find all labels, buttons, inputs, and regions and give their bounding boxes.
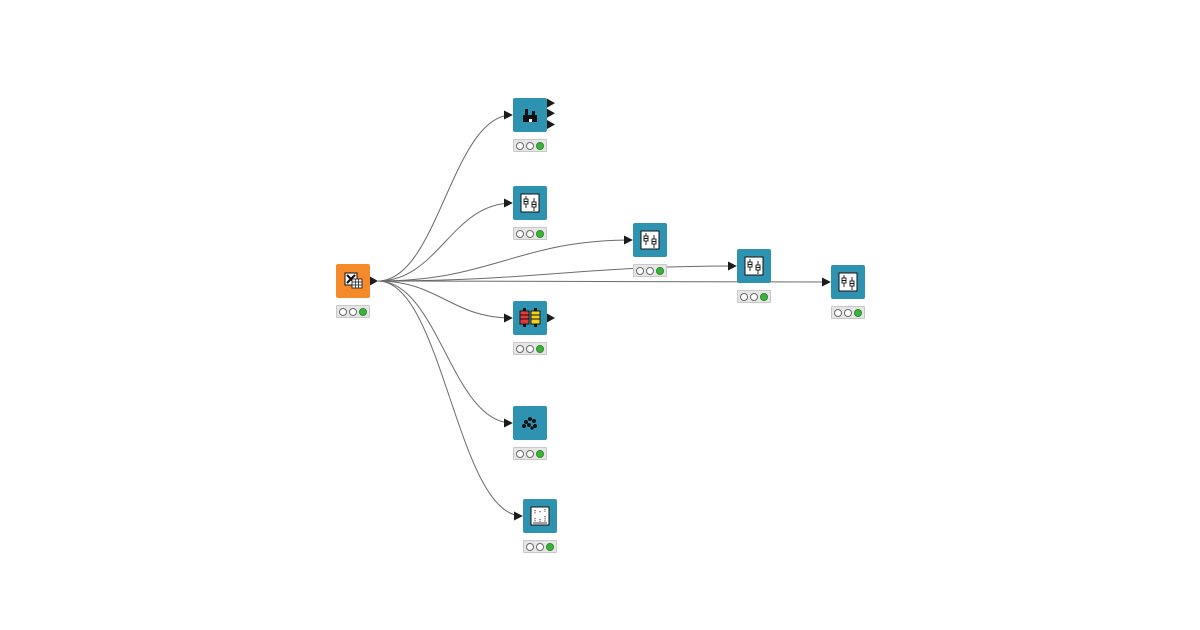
status-light-0	[516, 449, 524, 458]
node-status-color-manager	[513, 342, 547, 355]
connection-excel-reader-to-stacked-plot[interactable]	[377, 280, 523, 521]
status-light-1	[526, 449, 534, 458]
color-manager-out-port-0[interactable]	[547, 313, 555, 323]
status-light-1	[750, 292, 758, 301]
status-light-1	[646, 266, 654, 275]
node-box-plot-4[interactable]	[831, 265, 865, 299]
box-plot-icon	[520, 193, 540, 213]
node-status-box-plot-2	[633, 264, 667, 277]
status-light-2	[854, 308, 862, 317]
data-explorer-icon	[523, 109, 537, 122]
status-light-0	[740, 292, 748, 301]
node-status-box-plot-3	[737, 290, 771, 303]
status-light-0	[636, 266, 644, 275]
status-light-0	[339, 307, 347, 316]
color-manager-icon	[519, 308, 541, 327]
data-explorer-out-port-2[interactable]	[547, 120, 555, 130]
node-box-plot-1[interactable]	[513, 186, 547, 220]
status-light-2	[536, 141, 544, 150]
status-light-0	[834, 308, 842, 317]
status-light-2	[546, 542, 554, 551]
status-light-1	[349, 307, 357, 316]
node-status-box-plot-1	[513, 227, 547, 240]
data-explorer-out-port-1[interactable]	[547, 108, 555, 118]
node-status-box-plot-4	[831, 306, 865, 319]
status-light-1	[844, 308, 852, 317]
excel-reader-out-port-0[interactable]	[370, 276, 378, 286]
node-status-scatter-plot	[513, 447, 547, 460]
node-status-excel-reader	[336, 305, 370, 318]
status-light-2	[536, 344, 544, 353]
node-scatter-plot[interactable]	[513, 406, 547, 440]
status-light-0	[516, 141, 524, 150]
connection-excel-reader-to-color-manager[interactable]	[377, 280, 513, 323]
status-light-2	[359, 307, 367, 316]
status-light-0	[516, 344, 524, 353]
status-light-2	[760, 292, 768, 301]
node-color-manager[interactable]	[513, 301, 547, 335]
node-data-explorer[interactable]	[513, 98, 547, 132]
node-status-data-explorer	[513, 139, 547, 152]
data-explorer-out-port-0[interactable]	[547, 98, 555, 108]
scatter-plot-icon	[522, 417, 537, 430]
status-light-1	[526, 229, 534, 238]
excel-reader-icon	[344, 272, 363, 289]
status-light-2	[656, 266, 664, 275]
connection-excel-reader-to-data-explorer[interactable]	[377, 110, 513, 282]
connection-excel-reader-to-box-plot-3[interactable]	[377, 261, 737, 282]
box-plot-icon	[744, 256, 764, 276]
status-light-1	[536, 542, 544, 551]
status-light-2	[536, 229, 544, 238]
connection-excel-reader-to-box-plot-1[interactable]	[377, 198, 513, 282]
node-stacked-plot[interactable]	[523, 499, 557, 533]
node-box-plot-2[interactable]	[633, 223, 667, 257]
port-layer	[370, 98, 555, 323]
stacked-plot-icon	[530, 506, 550, 526]
status-light-1	[526, 141, 534, 150]
node-excel-reader[interactable]	[336, 264, 370, 298]
connection-excel-reader-to-scatter-plot[interactable]	[377, 280, 513, 428]
status-light-0	[516, 229, 524, 238]
box-plot-icon	[838, 272, 858, 292]
node-status-stacked-plot	[523, 540, 557, 553]
status-light-1	[526, 344, 534, 353]
box-plot-icon	[640, 230, 660, 250]
node-box-plot-3[interactable]	[737, 249, 771, 283]
status-light-2	[536, 449, 544, 458]
status-light-0	[526, 542, 534, 551]
connection-excel-reader-to-box-plot-2[interactable]	[377, 235, 633, 282]
connection-layer	[377, 110, 831, 521]
